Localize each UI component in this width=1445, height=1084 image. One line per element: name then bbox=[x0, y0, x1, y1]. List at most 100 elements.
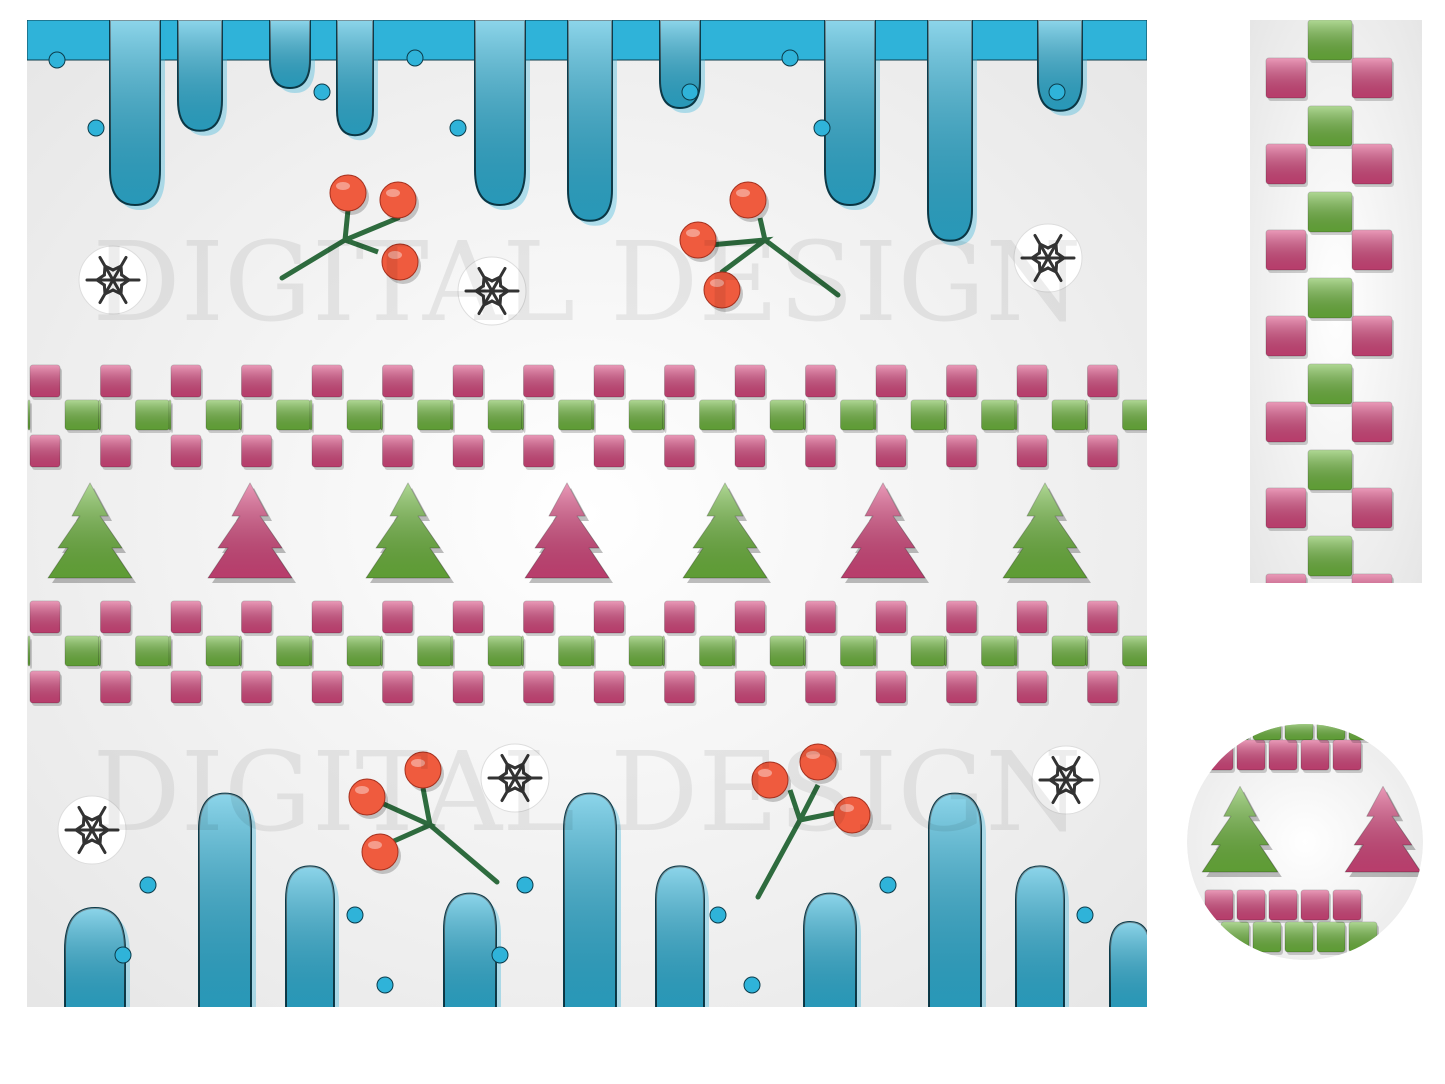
pink-square-gloss bbox=[664, 365, 695, 397]
berry-highlight bbox=[686, 229, 700, 237]
green-square-gloss bbox=[1015, 400, 1017, 430]
pink-square-gloss bbox=[946, 365, 977, 397]
pink-square-gloss bbox=[171, 601, 201, 633]
pink-square-gloss bbox=[1352, 488, 1392, 528]
drip-dot bbox=[87, 119, 105, 137]
green-square-shadow bbox=[241, 403, 244, 433]
christmas-tree-gloss bbox=[841, 483, 925, 578]
drip-gloss bbox=[286, 866, 334, 1007]
green-square-shadow bbox=[523, 403, 526, 433]
pink-square-gloss bbox=[1087, 435, 1118, 467]
drip-gloss bbox=[929, 793, 981, 1007]
pink-square-gloss bbox=[1269, 740, 1297, 770]
drip-gloss bbox=[568, 20, 612, 221]
pink-square-gloss bbox=[1266, 316, 1306, 356]
green-square-gloss bbox=[451, 400, 453, 430]
pink-square-gloss bbox=[735, 671, 765, 703]
green-square-gloss bbox=[1308, 20, 1352, 60]
green-square-gloss bbox=[1308, 192, 1352, 232]
christmas-tree-gloss bbox=[683, 483, 767, 578]
pink-square-gloss bbox=[312, 365, 342, 397]
pink-square-gloss bbox=[241, 671, 272, 703]
green-square-gloss bbox=[451, 636, 453, 666]
drip-dot bbox=[346, 906, 364, 924]
pink-square-gloss bbox=[453, 671, 483, 703]
berry-stem bbox=[709, 217, 841, 298]
pink-square-gloss bbox=[876, 365, 906, 397]
green-square-gloss bbox=[1085, 636, 1088, 666]
pink-square-gloss bbox=[805, 435, 836, 467]
drip-dot bbox=[139, 876, 157, 894]
green-square-gloss bbox=[347, 636, 381, 666]
pink-square-gloss bbox=[171, 435, 201, 467]
green-square-shadow bbox=[876, 639, 878, 669]
green-square-gloss bbox=[380, 400, 383, 430]
snowflake-arm bbox=[1033, 256, 1050, 283]
pink-square-gloss bbox=[876, 671, 906, 703]
green-square-shadow bbox=[1017, 403, 1019, 433]
green-square-gloss bbox=[98, 400, 101, 430]
pink-square bbox=[1352, 660, 1392, 700]
snowflake-arm bbox=[111, 278, 128, 305]
pink-square-gloss bbox=[594, 671, 624, 703]
drip-gloss bbox=[178, 20, 222, 131]
green-square bbox=[1308, 622, 1352, 662]
pink-square-gloss bbox=[664, 601, 695, 633]
pink-square bbox=[1266, 660, 1306, 700]
berry-highlight bbox=[336, 182, 350, 190]
drip-dot bbox=[743, 976, 761, 994]
drip-gloss bbox=[825, 20, 875, 205]
green-square-gloss bbox=[699, 400, 734, 430]
christmas-tree-gloss bbox=[208, 483, 292, 578]
green-square-gloss bbox=[1015, 636, 1017, 666]
pink-square-gloss bbox=[1266, 230, 1306, 270]
pink-square-gloss bbox=[312, 671, 342, 703]
snowflake-branch bbox=[1054, 242, 1059, 255]
pink-square-gloss bbox=[805, 671, 836, 703]
green-square-gloss bbox=[65, 400, 99, 430]
green-square-gloss bbox=[770, 400, 804, 430]
green-square-gloss bbox=[135, 636, 170, 666]
green-square-gloss bbox=[521, 400, 524, 430]
berry-icon bbox=[361, 833, 399, 871]
green-square-gloss bbox=[310, 636, 312, 666]
pink-square-gloss bbox=[523, 435, 554, 467]
berry-highlight bbox=[411, 759, 425, 767]
pink-square-gloss bbox=[594, 601, 624, 633]
pink-square-gloss bbox=[1205, 740, 1233, 770]
snowflake-icon bbox=[487, 753, 543, 803]
pink-square-gloss bbox=[1352, 230, 1392, 270]
green-square-shadow bbox=[382, 639, 385, 669]
pink-square-gloss bbox=[453, 365, 483, 397]
green-square-gloss bbox=[592, 400, 594, 430]
green-square-shadow bbox=[30, 639, 32, 669]
berry-highlight bbox=[758, 769, 772, 777]
drip-dot bbox=[48, 51, 66, 69]
pink-square-gloss bbox=[1017, 435, 1047, 467]
green-square-gloss bbox=[911, 400, 945, 430]
drip-gloss bbox=[1038, 20, 1082, 111]
green-square bbox=[1220, 724, 1250, 741]
green-square-gloss bbox=[840, 636, 875, 666]
green-square-gloss bbox=[65, 636, 99, 666]
berry-icon bbox=[833, 796, 871, 834]
green-square-gloss bbox=[310, 400, 312, 430]
drip-gloss bbox=[564, 793, 616, 1007]
drip-dot bbox=[376, 976, 394, 994]
green-square-gloss bbox=[488, 400, 522, 430]
green-square-gloss bbox=[169, 636, 171, 666]
green-square-gloss bbox=[944, 400, 947, 430]
snowflake-icon bbox=[1038, 755, 1094, 805]
green-square-gloss bbox=[1253, 922, 1281, 952]
drip-dot bbox=[681, 83, 699, 101]
green-square-gloss bbox=[1221, 922, 1249, 952]
pink-square-gloss bbox=[523, 601, 554, 633]
drip-gloss bbox=[444, 893, 496, 1007]
snowflake-icon bbox=[85, 255, 141, 305]
green-square-shadow bbox=[1017, 639, 1019, 669]
lid-circle-panel bbox=[1187, 724, 1423, 960]
green-square-gloss bbox=[239, 636, 242, 666]
snowflake-arm bbox=[513, 753, 530, 780]
side-strip-panel bbox=[1250, 20, 1422, 700]
berry-icon bbox=[348, 778, 386, 816]
